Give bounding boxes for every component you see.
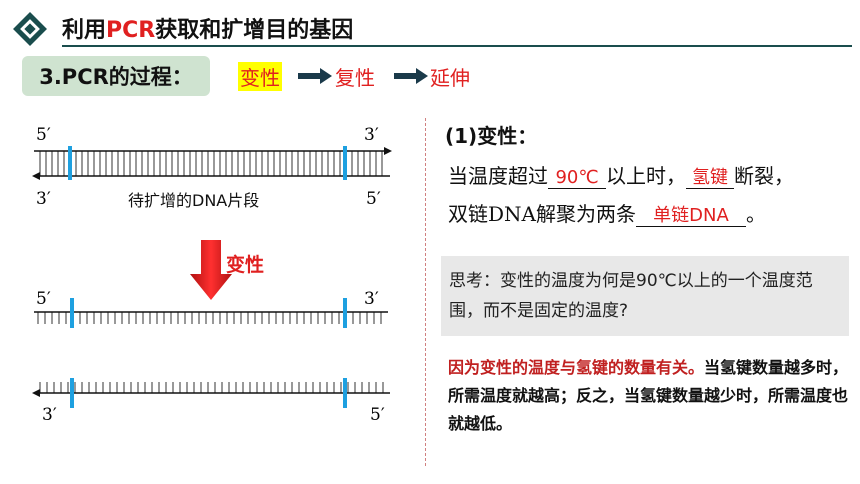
- answer-blank-temperature: 90℃: [548, 168, 606, 189]
- think-question-box: 思考：变性的温度为何是90℃以上的一个温度范围，而不是固定的温度?: [441, 256, 849, 336]
- five-prime-label: 5′: [36, 289, 51, 309]
- section-label: 3.PCR的过程：: [22, 56, 210, 96]
- step-denature: 变性: [238, 62, 282, 91]
- answer-blank-single-strand: 单链DNA: [635, 206, 746, 227]
- single-strand-bottom-ticks: [39, 382, 384, 393]
- primer-marker: [343, 298, 347, 328]
- three-prime-label: 3′: [42, 405, 57, 425]
- five-prime-label: 5′: [36, 125, 51, 145]
- five-prime-label: 5′: [370, 405, 385, 425]
- single-strand-top-ticks: [37, 312, 382, 324]
- step-extension: 延伸: [430, 66, 470, 90]
- three-prime-label: 3′: [364, 289, 379, 309]
- primer-marker: [343, 146, 347, 180]
- primer-marker: [70, 298, 74, 328]
- three-prime-label: 3′: [364, 125, 379, 145]
- arrow-right-icon: [394, 68, 428, 84]
- strand-top-arrowhead: [384, 147, 392, 155]
- answer-paragraph: 因为变性的温度与氢键的数量有关。当氢键数量越多时，所需温度就越高；反之，当氢键数…: [448, 358, 849, 433]
- header-diamond-icon: [13, 12, 47, 46]
- header-underline: [62, 45, 852, 47]
- primer-marker: [68, 146, 72, 180]
- dna-fragment-caption: 待扩增的DNA片段: [128, 191, 260, 210]
- double-strand-rungs: [39, 151, 383, 176]
- strand-bottom-arrowhead: [32, 172, 40, 180]
- three-prime-label: 3′: [36, 189, 51, 209]
- single-strand-bottom-arrowhead: [32, 389, 40, 397]
- dna-diagram: 5′ 3′ 3′ 5′ 5′ 3′ 3′ 5′: [32, 125, 392, 425]
- down-arrow-icon: [190, 240, 232, 300]
- primer-marker: [343, 378, 347, 408]
- answer-blank-bond: 氢键: [686, 168, 734, 189]
- fill-in-line-2: 双链DNA解聚为两条单链DNA。: [448, 202, 766, 227]
- denature-label: 变性: [226, 254, 265, 276]
- five-prime-label: 5′: [366, 189, 381, 209]
- page-title: 利用PCR获取和扩增目的基因: [62, 18, 354, 43]
- step-annealing: 复性: [335, 66, 375, 90]
- primer-marker: [70, 378, 74, 408]
- dashed-divider: [425, 118, 426, 466]
- arrow-right-icon: [298, 68, 332, 84]
- section-heading: (1)变性：: [445, 124, 538, 148]
